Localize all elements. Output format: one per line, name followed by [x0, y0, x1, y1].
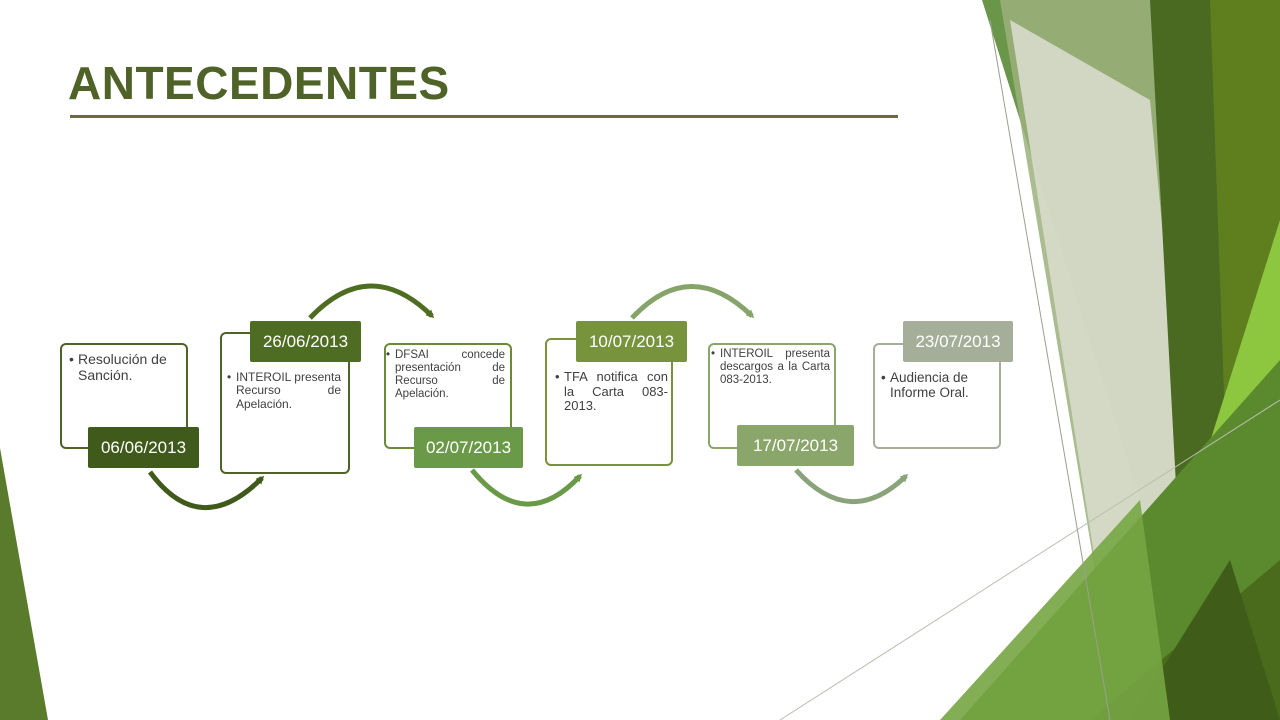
event-text-1: Resolución de Sanción.: [69, 351, 178, 383]
title-underline: [70, 115, 898, 118]
event-date-3: 02/07/2013: [414, 427, 523, 468]
event-text-5: INTEROIL presenta descargos a la Carta 0…: [711, 348, 830, 387]
connector-arrow-3: [470, 468, 583, 507]
event-date-5: 17/07/2013: [737, 425, 854, 466]
event-text-2: INTEROIL presenta Recurso de Apelación.: [227, 370, 341, 411]
connector-arrow-2: [308, 283, 435, 320]
event-date-6: 23/07/2013: [903, 321, 1013, 362]
connector-arrow-4: [630, 284, 755, 320]
event-date-4: 10/07/2013: [576, 321, 687, 362]
slide-title: ANTECEDENTES: [68, 57, 450, 109]
event-text-6: Audiencia de Informe Oral.: [881, 370, 995, 400]
event-date-2: 26/06/2013: [250, 321, 361, 362]
connector-arrow-1: [147, 470, 265, 511]
connector-arrow-5: [794, 468, 909, 504]
event-text-3: DFSAI concede presentación de Recurso de…: [386, 349, 505, 401]
event-text-4: TFA notifica con la Carta 083-2013.: [555, 369, 668, 414]
event-date-1: 06/06/2013: [88, 427, 199, 468]
